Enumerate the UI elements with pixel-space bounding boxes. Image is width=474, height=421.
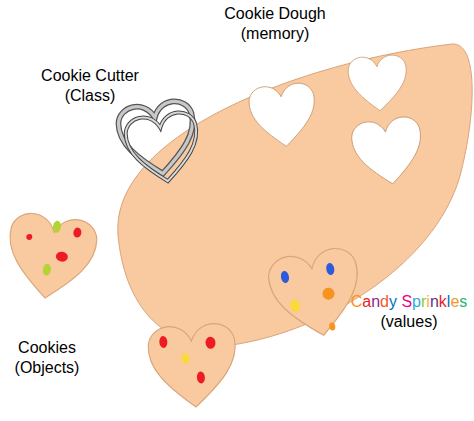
cutter-edge bbox=[124, 110, 203, 186]
sprinkle bbox=[26, 234, 33, 241]
sprinkle bbox=[205, 336, 216, 349]
cookie-dough bbox=[118, 44, 472, 346]
heart-hole bbox=[350, 115, 427, 189]
sprinkle bbox=[159, 336, 168, 349]
sprinkle bbox=[325, 262, 335, 275]
sprinkle bbox=[322, 287, 336, 301]
sprinkle bbox=[329, 322, 336, 331]
colored-letter: n bbox=[371, 293, 380, 310]
sprinkle bbox=[52, 220, 62, 233]
cookie-shape bbox=[2, 211, 100, 304]
colored-letter: p bbox=[412, 293, 421, 310]
colored-letter: n bbox=[430, 293, 439, 310]
cookie-cutter bbox=[116, 99, 203, 187]
cookie-shape bbox=[265, 245, 367, 343]
cutter-edge bbox=[116, 99, 199, 179]
colored-letter: s bbox=[424, 313, 432, 330]
colored-letter: y bbox=[389, 293, 397, 310]
heart-hole bbox=[248, 82, 319, 150]
cutter-edge bbox=[116, 99, 199, 179]
colored-letter: k bbox=[439, 293, 447, 310]
cookie bbox=[2, 211, 100, 304]
dough-holes bbox=[248, 54, 427, 188]
sprinkle bbox=[42, 263, 52, 276]
sprinkle bbox=[289, 299, 301, 313]
sprinkle bbox=[73, 227, 82, 238]
cookie-shape bbox=[147, 322, 239, 410]
sprinkle bbox=[181, 353, 190, 364]
colored-letter: u bbox=[406, 313, 415, 330]
label-text: Candy Sprinkles (values) bbox=[344, 292, 474, 332]
colored-letter: d bbox=[380, 293, 389, 310]
cutter-edge bbox=[124, 110, 203, 186]
colored-letter: i bbox=[426, 293, 430, 310]
cookie bbox=[147, 322, 239, 410]
colored-letter bbox=[397, 293, 401, 310]
colored-letter: v bbox=[386, 313, 394, 330]
colored-letter: r bbox=[421, 293, 426, 310]
cookie bbox=[265, 245, 367, 343]
colored-letter: ( bbox=[381, 313, 386, 330]
sprinkle bbox=[55, 251, 68, 263]
colored-letter: s bbox=[459, 293, 467, 310]
colored-letter: l bbox=[447, 293, 451, 310]
colored-letter: e bbox=[415, 313, 424, 330]
colored-letter: a bbox=[362, 293, 371, 310]
sprinkle bbox=[280, 270, 290, 283]
label-text: Cookie Cutter (Class) bbox=[32, 66, 148, 106]
heart-hole bbox=[347, 54, 409, 113]
label-text: Cookie Dough (memory) bbox=[215, 4, 335, 44]
colored-letter: a bbox=[394, 313, 403, 330]
colored-letter: C bbox=[351, 293, 363, 310]
sprinkle bbox=[196, 371, 205, 384]
colored-letter: l bbox=[403, 313, 407, 330]
colored-letter: ) bbox=[432, 313, 437, 330]
colored-letter: e bbox=[450, 293, 459, 310]
colored-letter: S bbox=[401, 293, 412, 310]
label-text: Cookies (Objects) bbox=[4, 338, 90, 378]
